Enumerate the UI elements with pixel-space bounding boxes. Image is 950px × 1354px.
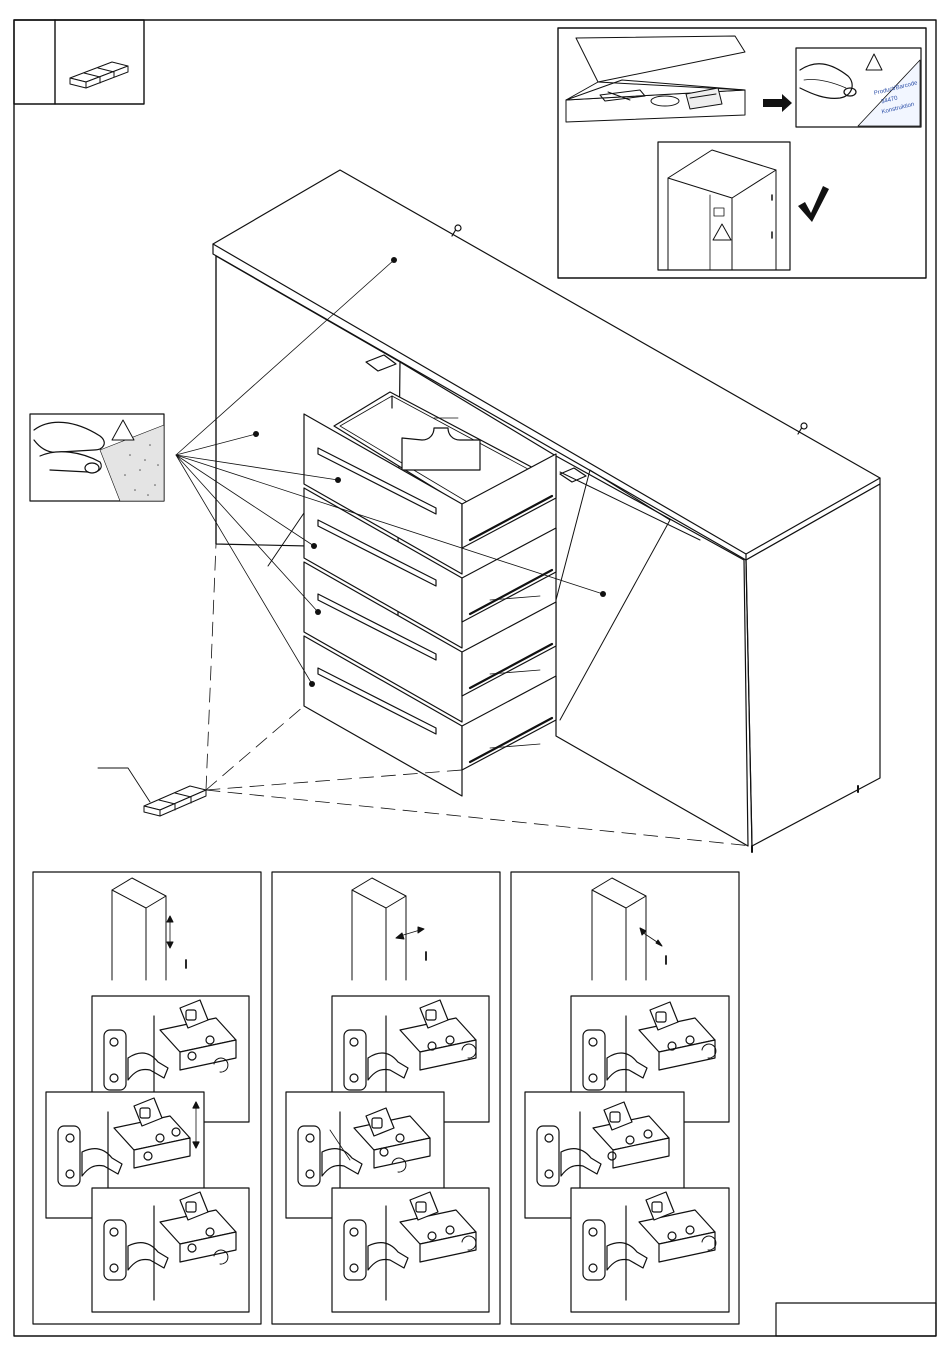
felt-pad-callout [30, 414, 164, 501]
hardware-box-icon [566, 36, 745, 122]
check-mark-icon [798, 186, 829, 222]
sideboard-drawing [176, 170, 880, 852]
hinge-detail-3 [92, 1188, 249, 1312]
arrow-right-icon [763, 94, 792, 112]
hinge-panel-horizontal [272, 872, 500, 1324]
hinge-detail-9 [571, 1188, 729, 1312]
label-location-panel: Product/Barcode 34470 Konstruktion [558, 28, 926, 278]
felt-pad-strip-icon [70, 62, 128, 88]
felt-pad-strip [98, 768, 206, 816]
step-header [14, 20, 144, 104]
page-number-box [776, 1303, 936, 1336]
label-closeup: Product/Barcode 34470 Konstruktion [796, 48, 924, 127]
warning-triangle-icon [112, 420, 134, 440]
hinge-panel-depth [511, 872, 739, 1324]
warning-triangle-icon [866, 54, 882, 70]
cabinet-label-position [658, 142, 790, 270]
hinge-detail-6 [332, 1188, 489, 1312]
hinge-panel-vertical [33, 872, 261, 1324]
